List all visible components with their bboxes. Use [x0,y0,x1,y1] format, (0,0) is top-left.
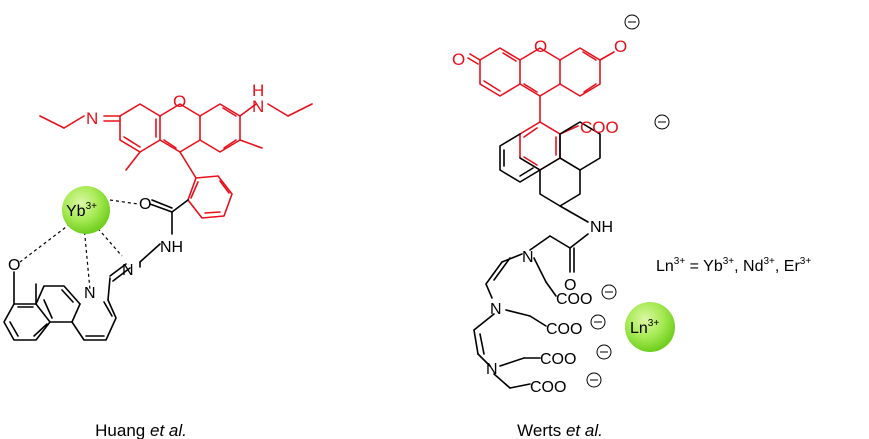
ln-metal-center: Ln3+ [625,302,675,352]
lanthanide-legend: Ln3+ = Yb3+, Nd3+, Er3+ [656,256,811,275]
ln-label: Ln3+ [630,318,659,337]
hydrazone-n-label: N [122,262,134,279]
n3-label: N [486,361,498,378]
werts-complex: Ln3+ O O O COO NH O N N N COO COO COO CO… [452,14,811,439]
coo-4-label: COO [530,379,566,396]
huang-caption: Huang et al. [95,421,187,439]
phenolate-o-label: O [614,37,627,56]
coo-2-label: COO [546,321,582,338]
dtpa-ligand [473,121,601,389]
coo-2-charge [590,314,606,330]
hydrazide-nh-label: NH [160,239,183,256]
coo-1-charge [601,284,617,300]
coo-3-label: COO [540,351,576,368]
amine-h-label: H [252,81,264,100]
xanthene-o-label: O [173,92,186,111]
coo-1-label: COO [556,291,592,308]
yb-label: Yb3+ [66,201,97,220]
quinoline-n-label: N [84,285,96,302]
phenolate-charge [624,14,640,30]
ketone-o-label: O [452,50,465,69]
yb-metal-center: Yb3+ [62,186,110,234]
aryl-coo-label: COO [580,118,619,137]
coo-3-charge [596,344,612,360]
carbonyl-o-label: O [139,196,151,213]
imine-n-label: N [86,109,98,128]
hydrazone-quinoline-ligand [3,199,189,341]
amide-nh-label: NH [590,219,613,236]
huang-complex: Yb3+ N O H N O NH N O N Huang et al. [3,81,313,439]
fluorescein-fluorophore [467,47,615,171]
ln-sphere [625,302,675,352]
xanthene-o-label-right: O [534,37,547,56]
n2-label: N [490,301,502,318]
phenol-o-label: O [8,257,20,274]
amide-o-label: O [564,277,576,294]
yb-sphere [62,186,110,234]
coo-4-charge [586,372,602,388]
aryl-coo-charge [654,114,670,130]
rhodamine-fluorophore [39,103,313,219]
amine-n-label: N [252,97,264,116]
werts-caption: Werts et al. [517,421,603,439]
n1-label: N [522,249,534,266]
